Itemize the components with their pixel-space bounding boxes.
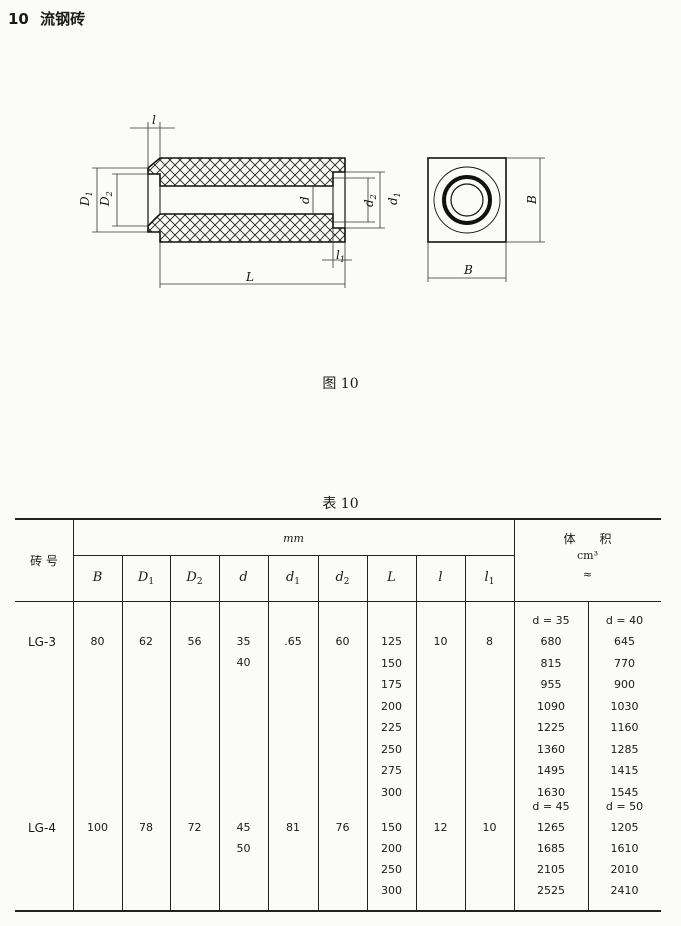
lower-wall-section (147, 213, 346, 243)
cell-d: 45 (236, 821, 251, 834)
section-number: 10 (8, 10, 29, 28)
cell-volume-1: 1360 (537, 742, 565, 756)
header-volume: 体 积 (563, 532, 612, 546)
cell-d: 50 (236, 842, 251, 855)
cell-volume-2: 900 (614, 678, 635, 691)
cell-volume-2: 2410 (610, 884, 639, 897)
cell-L: 300 (381, 884, 402, 897)
cell-volume-1: 2525 (537, 884, 565, 897)
label-l1: l1 (336, 248, 345, 264)
volume-subhead: d = 45 (532, 800, 570, 813)
cell-L: 125 (381, 635, 402, 648)
label-B-horizontal: B (463, 263, 473, 277)
model-cell: LG-3 (28, 635, 56, 649)
cell-D2: 56 (187, 635, 202, 648)
cell-B: 100 (87, 821, 108, 834)
cell-d2: 60 (335, 635, 350, 648)
cell-volume-2: 1205 (610, 821, 639, 834)
cell-volume-2: 645 (614, 635, 635, 648)
cell-volume-1: 680 (540, 635, 562, 648)
column-header-d: d (239, 570, 248, 585)
cell-D1: 62 (139, 635, 153, 648)
cell-d1: 81 (286, 821, 300, 834)
volume-subhead: d = 50 (605, 800, 644, 813)
cell-volume-2: 1415 (610, 764, 639, 777)
column-header-L: L (387, 570, 396, 585)
cell-volume-2: 1610 (610, 842, 639, 855)
cell-D2: 72 (187, 821, 202, 834)
cell-l: 12 (433, 821, 448, 834)
cell-L: 225 (381, 721, 402, 734)
cell-B: 80 (90, 635, 105, 648)
cell-volume-2: 770 (614, 656, 635, 670)
cell-L: 300 (381, 785, 402, 799)
cell-volume-1: 2105 (537, 863, 565, 876)
cell-volume-1: 1225 (537, 721, 565, 734)
cell-l: 10 (433, 635, 448, 648)
cell-l1: 10 (482, 821, 497, 834)
page-header: 10 流钢砖 (8, 8, 91, 29)
label-d1: d1 (386, 192, 402, 205)
column-header-l1: l1 (484, 570, 495, 587)
model-cell: LG-4 (28, 821, 56, 835)
table-caption: 表 10 (322, 496, 359, 512)
header-volume-unit: cm³ (576, 549, 598, 562)
cell-L: 250 (381, 863, 402, 876)
cell-D1: 78 (139, 821, 153, 834)
column-header-d1: d1 (285, 570, 301, 587)
cell-L: 150 (381, 821, 402, 834)
cell-volume-1: 1265 (537, 821, 565, 834)
label-d2: d2 (362, 194, 378, 207)
cell-volume-1: 955 (540, 678, 562, 691)
label-l: l (152, 113, 156, 127)
cell-d: 40 (236, 656, 251, 669)
volume-subhead: d = 35 (532, 614, 570, 627)
cell-volume-1: 1495 (537, 764, 565, 777)
volume-subhead: d = 40 (605, 614, 644, 627)
column-header-D2: D2 (186, 570, 203, 587)
cell-l1: 8 (486, 635, 493, 648)
header-approx: ≈ (582, 568, 593, 581)
figure-caption: 图 10 (322, 376, 359, 392)
header-unit-mm: mm (283, 532, 304, 545)
cell-volume-2: 1030 (610, 699, 639, 713)
cell-d: 35 (236, 635, 251, 648)
cell-L: 200 (381, 699, 402, 713)
cell-L: 250 (381, 742, 402, 756)
nozzle-brick-drawing: l D1 D2 d d2 d1 l1 L B B (78, 113, 545, 288)
cell-L: 200 (381, 842, 402, 855)
column-header-l: l (438, 570, 443, 585)
cell-volume-2: 1285 (610, 742, 639, 756)
section-view (92, 122, 385, 288)
label-D1: D1 (78, 191, 94, 207)
cell-volume-2: 1545 (610, 785, 639, 799)
cell-volume-1: 1090 (537, 699, 565, 713)
cell-volume-1: 1630 (537, 785, 565, 799)
upper-wall-section (147, 157, 346, 187)
cell-L: 275 (381, 764, 402, 777)
column-header-d2: d2 (335, 570, 350, 587)
cell-volume-2: 1160 (610, 721, 639, 734)
cell-L: 150 (381, 656, 402, 670)
column-header-B: B (92, 570, 103, 585)
cell-d2: 76 (335, 821, 350, 834)
cell-volume-2: 2010 (610, 863, 639, 876)
label-D2: D2 (98, 191, 114, 207)
label-L: L (245, 270, 254, 284)
label-B-vertical: B (525, 195, 539, 205)
cell-volume-1: 815 (540, 656, 562, 670)
cell-L: 175 (381, 678, 402, 691)
column-header-D1: D1 (137, 570, 155, 587)
cell-d1: .65 (284, 635, 302, 648)
header-model: 砖 号 (30, 554, 58, 568)
section-title: 流钢砖 (40, 10, 86, 28)
end-view (427, 157, 545, 282)
label-d: d (298, 196, 312, 204)
cell-volume-1: 1685 (537, 842, 565, 855)
